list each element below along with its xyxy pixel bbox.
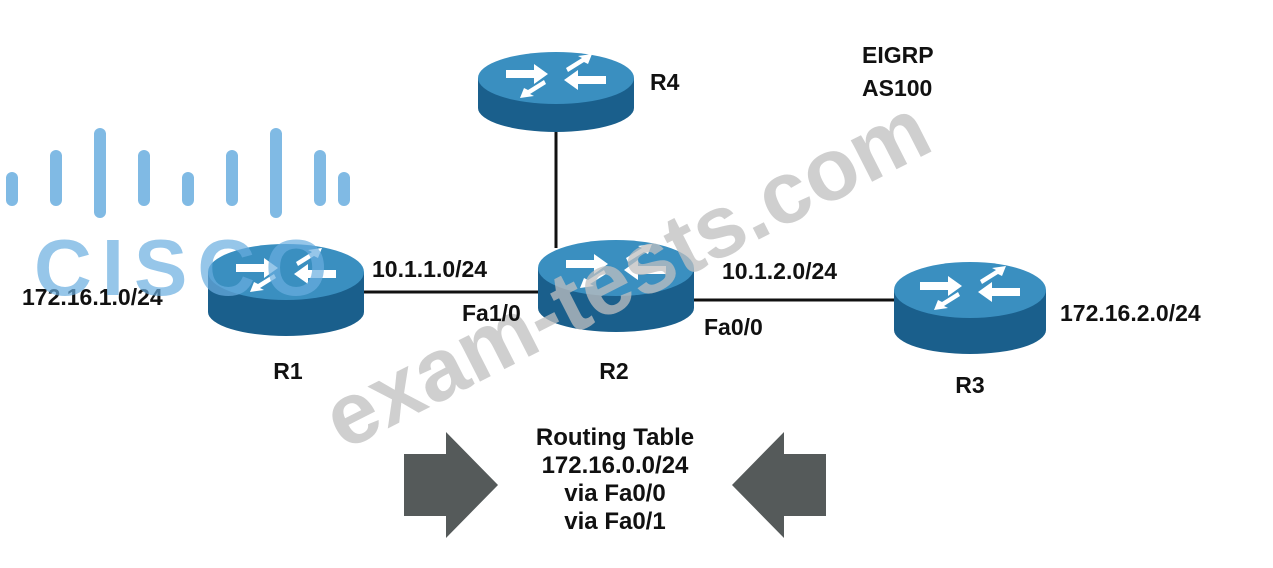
cisco-logo-wordmark: CISCO xyxy=(34,223,338,312)
r3-lan-network-label: 172.16.2.0/24 xyxy=(1060,300,1201,326)
left-arrow-icon xyxy=(732,432,826,538)
router-r2-label: R2 xyxy=(599,358,629,384)
router-r4-icon[interactable] xyxy=(478,52,634,132)
r2-r3-link-network-label: 10.1.2.0/24 xyxy=(722,258,838,284)
router-r1-label: R1 xyxy=(273,358,303,384)
routing-table-path: via Fa0/1 xyxy=(564,508,666,535)
router-r1-icon[interactable] xyxy=(208,244,364,336)
right-arrow-icon xyxy=(404,432,498,538)
protocol-name: EIGRP xyxy=(862,42,934,68)
r1-r2-link-network-label: 10.1.1.0/24 xyxy=(372,256,488,282)
routing-table-title: Routing Table xyxy=(535,424,695,451)
r1-lan-network-label: 172.16.1.0/24 xyxy=(22,284,163,310)
r2-interface-fa0-0-label: Fa0/0 xyxy=(704,314,763,340)
router-r4-label: R4 xyxy=(650,69,680,95)
routing-table-route: 172.16.0.0/24 xyxy=(541,452,689,479)
routing-table: Routing Table 172.16.0.0/24 via Fa0/0 vi… xyxy=(536,424,694,536)
r2-interface-fa1-0-label: Fa1/0 xyxy=(462,300,521,326)
autonomous-system-number: AS100 xyxy=(862,75,933,101)
router-r2-icon[interactable] xyxy=(538,240,694,332)
router-r3-icon[interactable] xyxy=(894,262,1046,354)
router-r3-label: R3 xyxy=(955,372,985,398)
cisco-logo-watermark xyxy=(6,128,350,218)
routing-table-path: via Fa0/0 xyxy=(564,480,666,507)
